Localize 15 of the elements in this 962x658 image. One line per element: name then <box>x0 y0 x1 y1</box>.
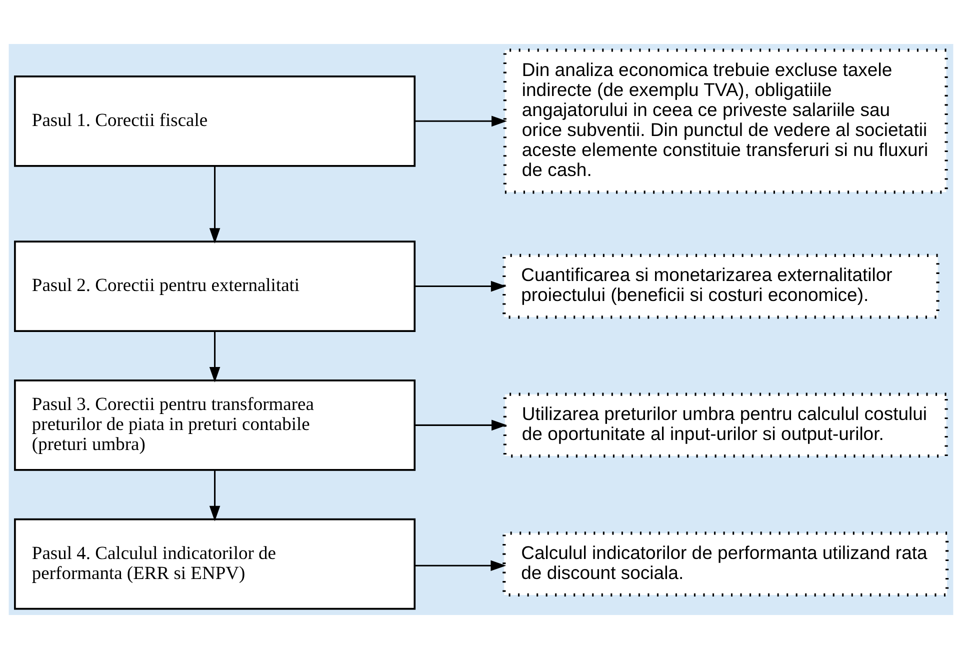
arrow <box>209 331 220 382</box>
node-box: Pasul 1. Corectii fiscale <box>14 74 416 166</box>
node-box: Din analiza economica trebuie excluse taxele indirecte (de exemplu TVA), obligatiile angajatorului in ceea ce priveste salariile sau orice subventii. Din punctul de vedere al societatii aceste elemente constituie transferuri si nu fluxuri de cash. <box>503 48 948 194</box>
arrow <box>209 470 220 521</box>
arrow <box>209 166 220 244</box>
node-box: Pasul 4. Calculul indicatorilor de performanta (ERR si ENPV) <box>14 518 416 610</box>
node-box: Utilizarea preturilor umbra pentru calculul costului de oportunitate al input-urilor si output-urilor. <box>503 392 948 458</box>
node-box: Calculul indicatorilor de performanta utilizand rata de discount sociala. <box>502 531 949 596</box>
node-box: Pasul 3. Corectii pentru transformarea preturilor de piata in preturi contabile (preturi umbra) <box>14 379 416 470</box>
node-box: Cuantificarea si monetarizarea externalitatilor proiectului (beneficii si costuri economice). <box>502 253 940 318</box>
node-box: Pasul 2. Corectii pentru externalitati <box>14 240 416 332</box>
arrow <box>415 560 506 571</box>
arrow <box>415 419 507 430</box>
arrow <box>414 280 506 292</box>
arrow <box>415 115 507 126</box>
